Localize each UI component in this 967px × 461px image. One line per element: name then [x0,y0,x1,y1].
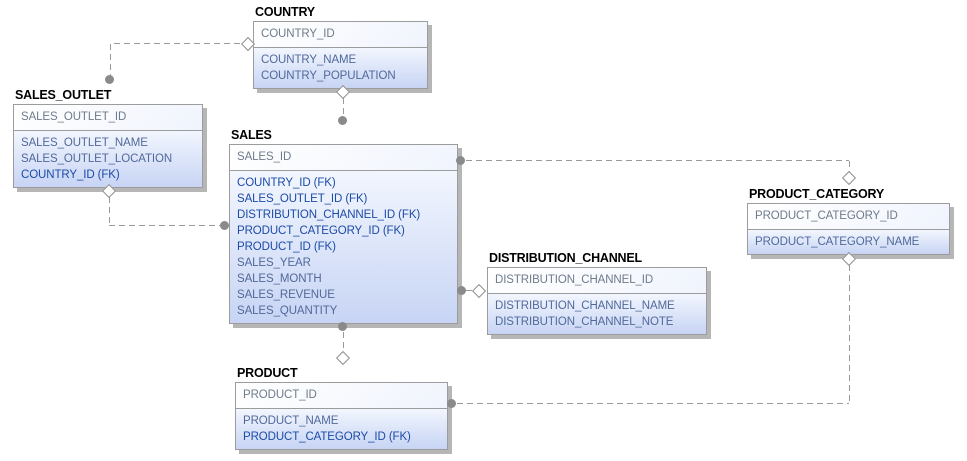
relationship-line[interactable] [343,332,344,353]
key-area: SALES_OUTLET_ID [14,105,202,131]
primary-key-attribute: COUNTRY_ID [261,28,335,40]
hollow-diamond-icon [841,170,857,186]
attribute: DISTRIBUTION_CHANNEL_NOTE [495,316,674,328]
filled-dot-icon [220,221,229,230]
entity-box[interactable]: PRODUCT_CATEGORY_ID PRODUCT_CATEGORY_NAM… [747,203,950,255]
foreign-key-attribute: PRODUCT_CATEGORY_ID (FK) [243,431,411,443]
relationship-line[interactable] [849,265,850,404]
foreign-key-attribute: PRODUCT_ID (FK) [237,241,336,253]
foreign-key-attribute: COUNTRY_ID (FK) [237,177,336,189]
relationship-line[interactable] [466,160,849,161]
foreign-key-attribute: SALES_OUTLET_ID (FK) [237,193,368,205]
entity-title: COUNTRY [255,5,315,19]
attribute: DISTRIBUTION_CHANNEL_NAME [495,300,675,312]
filled-dot-icon [338,322,347,331]
foreign-key-attribute: COUNTRY_ID (FK) [21,169,120,181]
entity-box[interactable]: COUNTRY_ID COUNTRY_NAME COUNTRY_POPULATI… [253,21,428,89]
entity-box[interactable]: SALES_ID COUNTRY_ID (FK) SALES_OUTLET_ID… [229,144,458,324]
key-area: PRODUCT_ID [236,383,447,409]
entity-box[interactable]: DISTRIBUTION_CHANNEL_ID DISTRIBUTION_CHA… [487,267,707,335]
attribute-area: COUNTRY_ID (FK) SALES_OUTLET_ID (FK) DIS… [230,171,457,323]
attribute: SALES_OUTLET_NAME [21,137,148,149]
relationship-line[interactable] [466,290,474,291]
relationship-line[interactable] [849,161,850,173]
attribute-area: SALES_OUTLET_NAME SALES_OUTLET_LOCATION … [14,131,202,187]
key-area: DISTRIBUTION_CHANNEL_ID [488,268,706,294]
attribute: SALES_MONTH [237,273,322,285]
entity-sales[interactable]: SALES SALES_ID COUNTRY_ID (FK) SALES_OUT… [229,128,458,324]
entity-box[interactable]: PRODUCT_ID PRODUCT_NAME PRODUCT_CATEGORY… [235,382,448,450]
primary-key-attribute: DISTRIBUTION_CHANNEL_ID [495,274,654,286]
filled-dot-icon [105,75,114,84]
attribute: PRODUCT_NAME [243,415,339,427]
primary-key-attribute: PRODUCT_ID [243,389,317,401]
filled-dot-icon [456,156,465,165]
relationship-line[interactable] [110,44,111,76]
entity-box[interactable]: SALES_OUTLET_ID SALES_OUTLET_NAME SALES_… [13,104,203,188]
relationship-line[interactable] [109,225,220,226]
filled-dot-icon [447,399,456,408]
entity-country[interactable]: COUNTRY COUNTRY_ID COUNTRY_NAME COUNTRY_… [253,5,428,89]
foreign-key-attribute: DISTRIBUTION_CHANNEL_ID (FK) [237,209,421,221]
primary-key-attribute: PRODUCT_CATEGORY_ID [755,210,898,222]
entity-distribution-channel[interactable]: DISTRIBUTION_CHANNEL DISTRIBUTION_CHANNE… [487,251,707,335]
attribute: SALES_REVENUE [237,289,335,301]
key-area: COUNTRY_ID [254,22,427,48]
primary-key-attribute: SALES_OUTLET_ID [21,111,127,123]
relationship-line[interactable] [343,98,344,116]
entity-title: PRODUCT_CATEGORY [749,187,885,201]
hollow-diamond-icon [471,283,487,299]
key-area: PRODUCT_CATEGORY_ID [748,204,949,230]
attribute: SALES_QUANTITY [237,305,338,317]
hollow-diamond-icon [335,350,351,366]
primary-key-attribute: SALES_ID [237,151,292,163]
attribute-area: PRODUCT_CATEGORY_NAME [748,230,949,254]
entity-product-category[interactable]: PRODUCT_CATEGORY PRODUCT_CATEGORY_ID PRO… [747,187,950,255]
entity-sales-outlet[interactable]: SALES_OUTLET SALES_OUTLET_ID SALES_OUTLE… [13,88,203,188]
attribute: SALES_YEAR [237,257,311,269]
relationship-line[interactable] [109,197,110,226]
filled-dot-icon [338,116,347,125]
entity-title: SALES [231,128,272,142]
foreign-key-attribute: PRODUCT_CATEGORY_ID (FK) [237,225,405,237]
attribute: COUNTRY_NAME [261,54,357,66]
filled-dot-icon [457,286,466,295]
attribute-area: COUNTRY_NAME COUNTRY_POPULATION [254,48,427,88]
entity-title: PRODUCT [237,366,298,380]
entity-product[interactable]: PRODUCT PRODUCT_ID PRODUCT_NAME PRODUCT_… [235,366,448,450]
key-area: SALES_ID [230,145,457,171]
entity-title: DISTRIBUTION_CHANNEL [489,251,642,265]
attribute: PRODUCT_CATEGORY_NAME [755,236,920,248]
attribute: SALES_OUTLET_LOCATION [21,153,173,165]
attribute: COUNTRY_POPULATION [261,70,396,82]
relationship-line[interactable] [114,43,244,44]
relationship-line[interactable] [457,403,849,404]
attribute-area: DISTRIBUTION_CHANNEL_NAME DISTRIBUTION_C… [488,294,706,334]
entity-title: SALES_OUTLET [15,88,112,102]
attribute-area: PRODUCT_NAME PRODUCT_CATEGORY_ID (FK) [236,409,447,449]
